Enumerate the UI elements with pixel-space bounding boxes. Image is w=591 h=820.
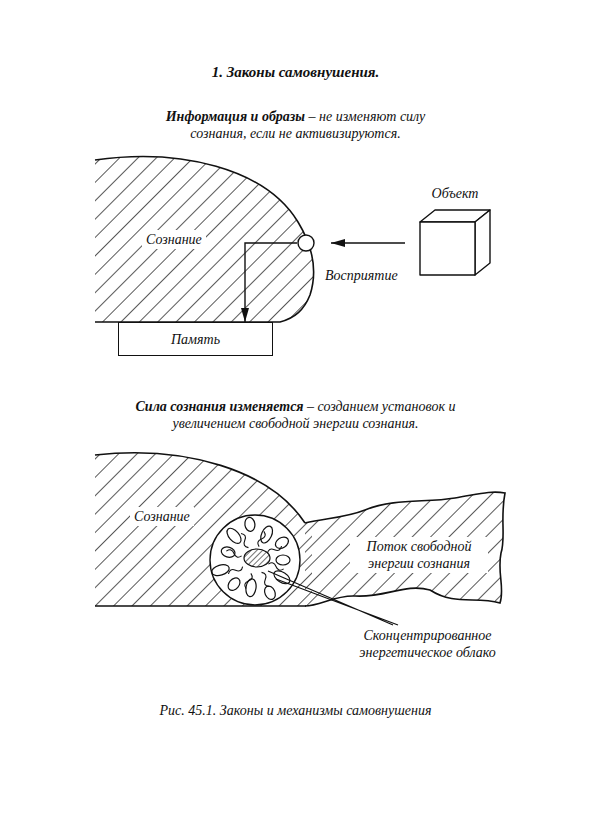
cloud-swirl bbox=[259, 571, 271, 587]
cloud-blob bbox=[210, 563, 230, 578]
cube-side bbox=[475, 210, 490, 275]
object-node: Объект bbox=[415, 185, 495, 280]
node-label: Поток свободной энергии сознания bbox=[350, 537, 488, 573]
region-outline bbox=[95, 157, 314, 322]
node-label: Сознание bbox=[142, 230, 206, 249]
node-shape bbox=[297, 234, 315, 252]
cloud-swirl bbox=[244, 573, 254, 590]
perception-node: Восприятие bbox=[297, 234, 315, 252]
cloud-blob bbox=[245, 578, 257, 597]
node-label: Объект bbox=[415, 185, 495, 202]
energy-stream: Поток свободной энергии сознания bbox=[305, 478, 510, 613]
cloud-core bbox=[244, 549, 270, 567]
cloud-swirl bbox=[227, 564, 243, 576]
hatch-fill bbox=[95, 453, 312, 606]
node-label: Восприятие bbox=[325, 267, 398, 284]
node-shape bbox=[90, 445, 315, 615]
label-group: Сила сознания изменяется– созданием уста… bbox=[116, 398, 475, 432]
cloud-swirl bbox=[257, 531, 267, 548]
node-shape bbox=[90, 150, 330, 325]
cloud-blob bbox=[262, 584, 277, 601]
consciousness-region: Сознание bbox=[90, 445, 315, 615]
figure-title: 1. Законы самовнушения. bbox=[0, 64, 591, 81]
cloud-blob bbox=[226, 576, 243, 593]
callout-label: Сконцентрированное энергетическое облако bbox=[359, 628, 495, 660]
arrow-connector bbox=[331, 242, 405, 243]
cloud-swirl bbox=[239, 532, 251, 548]
object-cube bbox=[420, 210, 490, 275]
figure-caption: Рис. 45.1. Законы и механизмы самовнушен… bbox=[0, 703, 591, 719]
cloud-blob bbox=[244, 517, 256, 532]
energy-cloud bbox=[210, 515, 300, 605]
region-outline bbox=[95, 453, 306, 606]
node-label: Память bbox=[119, 331, 272, 348]
hatch-fill bbox=[95, 157, 314, 322]
label-group: Сконцентрированное энергетическое облако bbox=[340, 627, 515, 661]
cloud-blob bbox=[224, 526, 243, 546]
stream-outline bbox=[305, 492, 505, 606]
law-heading: Информация и образы bbox=[166, 109, 305, 124]
perception-circle bbox=[298, 235, 314, 251]
law-heading: Сила сознания изменяется bbox=[136, 399, 304, 414]
cloud-blob bbox=[258, 524, 275, 545]
cube-front bbox=[420, 222, 475, 275]
cloud-swirl bbox=[226, 549, 243, 559]
cloud-swirl bbox=[268, 562, 285, 572]
cloud-blob bbox=[273, 535, 290, 551]
memory-box: Память bbox=[118, 322, 273, 356]
label-group: Информация и образы– не изменяют силу со… bbox=[140, 108, 451, 142]
hatch-fill bbox=[305, 492, 505, 606]
cloud-blob bbox=[276, 555, 290, 565]
cloud-outline bbox=[210, 515, 300, 605]
node-label: Сознание bbox=[130, 507, 194, 526]
consciousness-region: Сознание bbox=[90, 150, 330, 325]
